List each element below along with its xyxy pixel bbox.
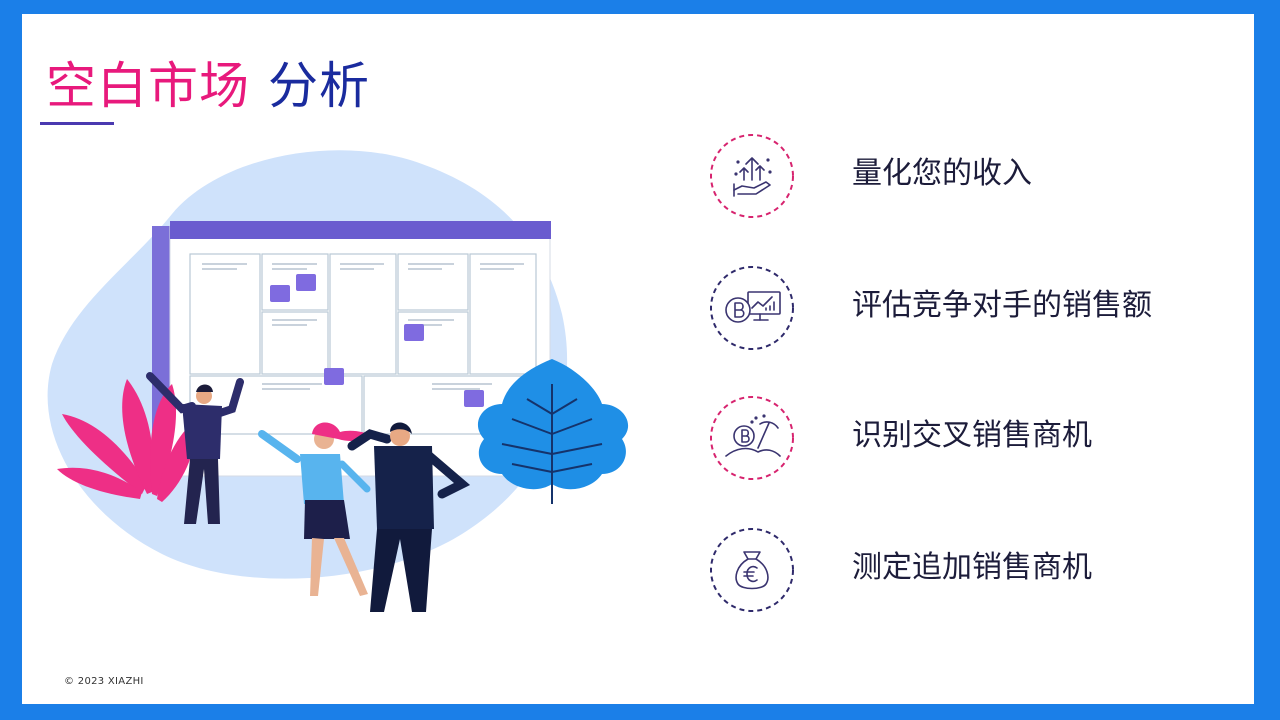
slide: 空白市场分析 bbox=[22, 14, 1254, 704]
copyright-footer: © 2023 XIAZHI bbox=[64, 676, 144, 687]
list-item-label: 测定追加销售商机 bbox=[852, 550, 1092, 585]
team-planning-illustration bbox=[47, 150, 629, 612]
list-item-label: 评估竞争对手的销售额 bbox=[852, 288, 1152, 323]
bitcoin-pickaxe-icon bbox=[710, 396, 794, 480]
list-item-cross-sell: 识别交叉销售商机 bbox=[708, 394, 1228, 482]
page-title: 空白市场分析 bbox=[46, 56, 370, 116]
hand-arrows-up-icon bbox=[710, 134, 794, 218]
person-arms-up bbox=[146, 372, 244, 524]
board-header bbox=[170, 221, 551, 239]
bitcoin-chart-icon bbox=[710, 266, 794, 350]
title-part-main: 分析 bbox=[268, 57, 370, 115]
list-item-label: 量化您的收入 bbox=[852, 156, 1032, 191]
list-item-label: 识别交叉销售商机 bbox=[852, 418, 1092, 453]
person-woman bbox=[258, 422, 374, 596]
list-item-upsell: 测定追加销售商机 bbox=[708, 526, 1228, 614]
board-text-lines bbox=[202, 263, 524, 390]
blue-tree bbox=[477, 359, 629, 504]
title-underline bbox=[40, 122, 114, 125]
person-man-suit bbox=[347, 422, 471, 612]
euro-moneybag-icon bbox=[710, 528, 794, 612]
sticky-notes bbox=[270, 274, 484, 407]
list-item-revenue: 量化您的收入 bbox=[708, 132, 1228, 220]
list-item-competitor-sales: 评估竞争对手的销售额 bbox=[708, 264, 1228, 352]
board-grid bbox=[189, 253, 537, 435]
title-part-highlight: 空白市场 bbox=[46, 57, 250, 115]
